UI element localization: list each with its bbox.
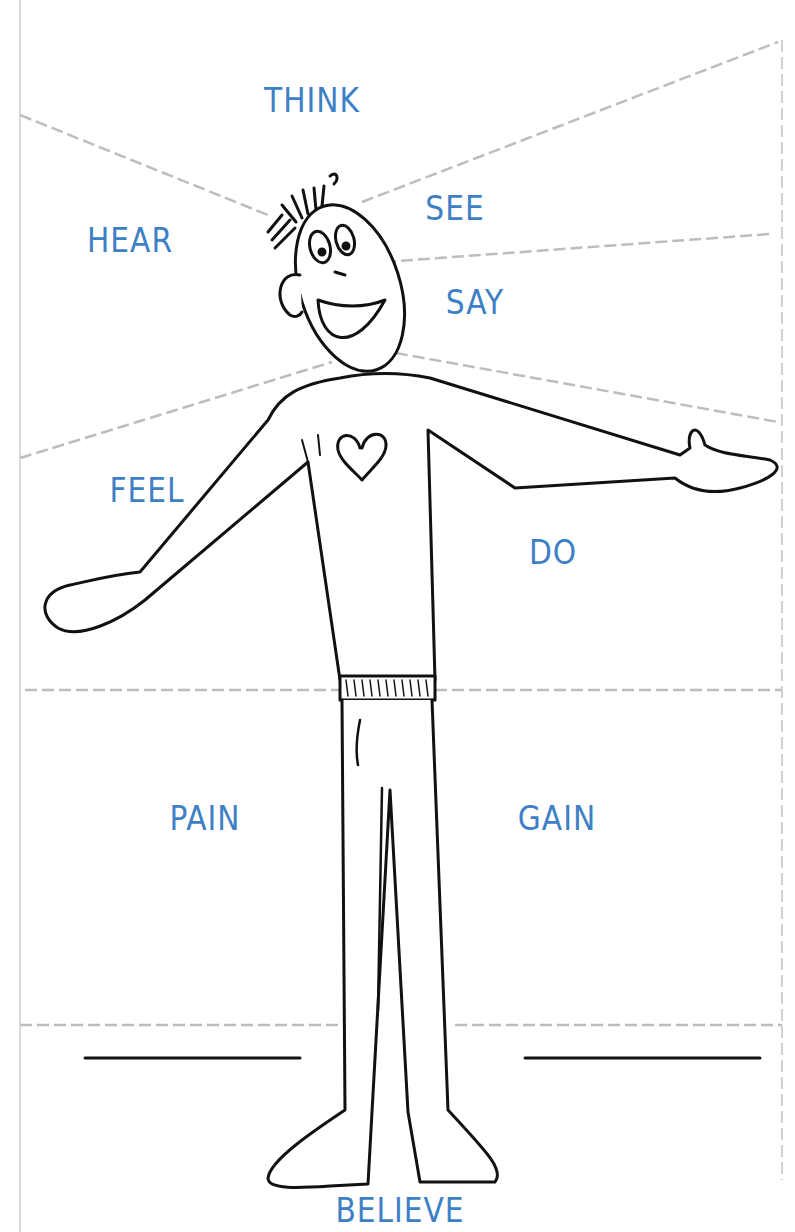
region-label: SEE — [425, 189, 484, 228]
divider-line — [20, 115, 268, 215]
leg-crease — [357, 720, 382, 1010]
ear — [280, 274, 302, 316]
region-label: DO — [529, 533, 577, 572]
divider-line — [362, 42, 778, 202]
border-line — [19, 0, 21, 1232]
region-label: FEEL — [109, 471, 184, 510]
pupil — [319, 249, 325, 255]
border-line — [781, 40, 783, 1180]
eye — [306, 229, 334, 265]
ground-line — [85, 1057, 300, 1060]
region-label: SAY — [446, 283, 504, 322]
divider-line — [25, 689, 340, 692]
pupil — [343, 243, 349, 249]
eye — [332, 223, 357, 257]
region-label: BELIEVE — [335, 1191, 464, 1230]
region-label: HEAR — [87, 221, 173, 260]
heart — [338, 434, 386, 480]
nose — [335, 272, 345, 275]
divider-line — [435, 689, 782, 692]
region-label: GAIN — [518, 799, 596, 838]
armpit-detail — [302, 435, 320, 462]
legs — [268, 700, 498, 1188]
mouth — [318, 300, 385, 338]
belt-hatching — [346, 680, 428, 696]
region-label: PAIN — [169, 799, 240, 838]
ground-line — [525, 1057, 760, 1060]
head — [276, 191, 424, 385]
torso-and-arms — [45, 374, 777, 681]
divider-line — [20, 1024, 345, 1027]
region-label: THINK — [264, 81, 360, 120]
belt — [340, 676, 435, 700]
divider-line — [384, 234, 770, 262]
divider-line — [455, 1024, 782, 1027]
figure — [45, 174, 777, 1188]
